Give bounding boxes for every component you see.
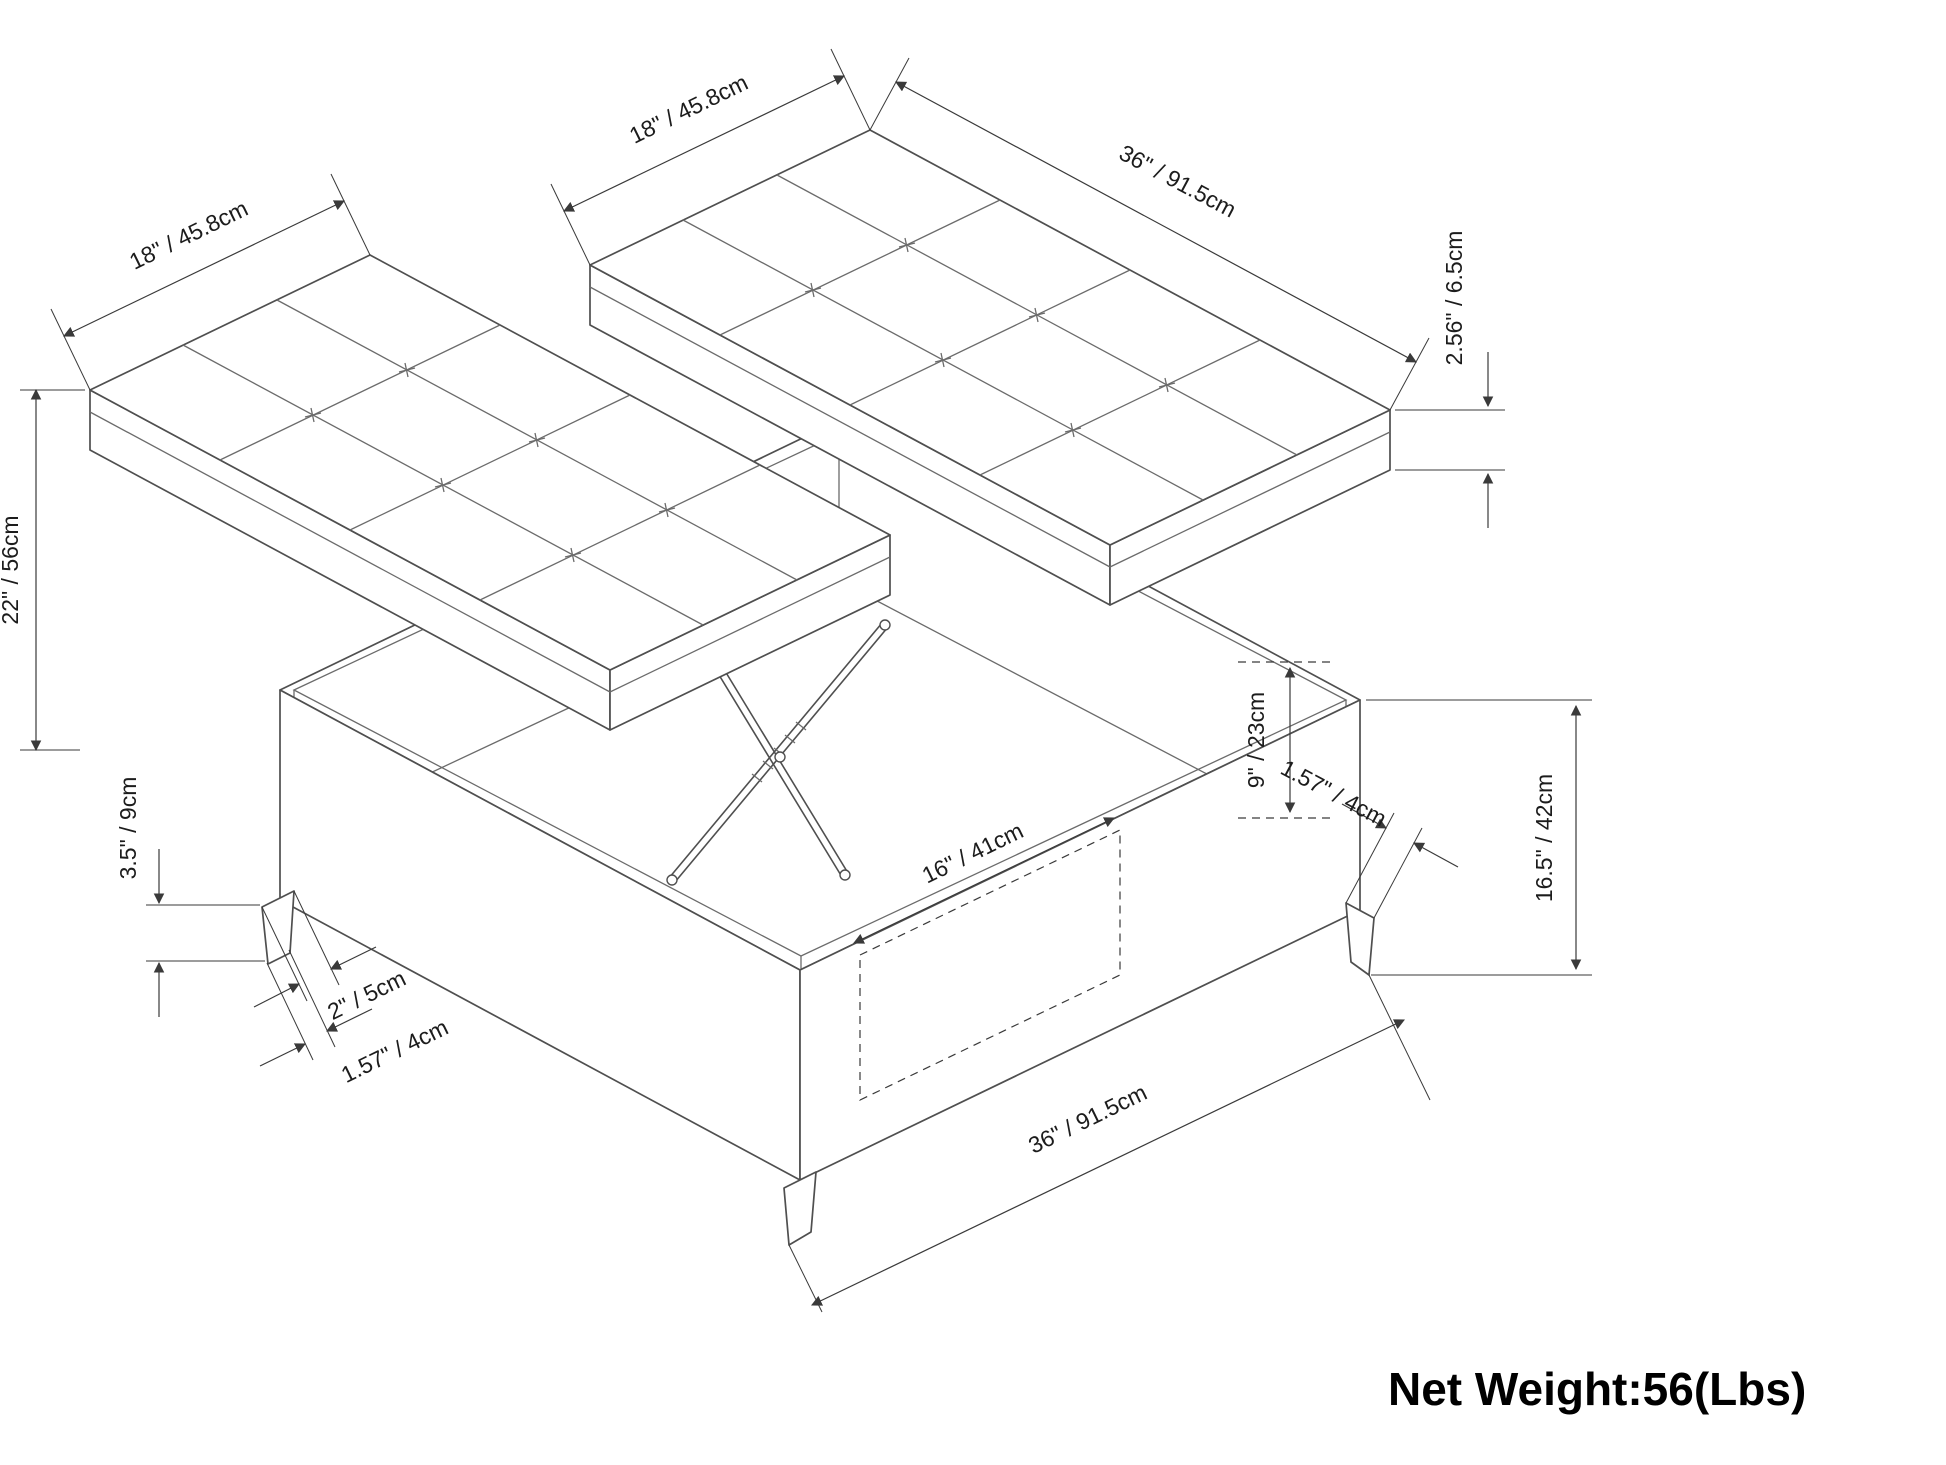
leg-right: [1345, 902, 1375, 976]
lift-mechanism: [666, 619, 891, 886]
dim-interior-depth: 9" / 23cm: [1238, 661, 1336, 819]
leg-left: [261, 890, 295, 965]
cushion-left: [89, 254, 891, 731]
dim-label-cushion-left-width: 18" / 45.8cm: [125, 195, 252, 275]
dim-label-cushion-thickness: 2.56" / 6.5cm: [1441, 231, 1467, 366]
net-weight-label: Net Weight:56(Lbs): [1388, 1363, 1806, 1415]
dim-label-base-length: 36" / 91.5cm: [1024, 1079, 1151, 1159]
dim-label-overall-height: 22" / 56cm: [0, 515, 23, 624]
hinge-center-pivot: [774, 751, 786, 763]
dim-cushion-thickness: 2.56" / 6.5cm: [1395, 231, 1505, 528]
hinge-pivot: [666, 874, 678, 886]
dim-label-cushion-right-width: 18" / 45.8cm: [625, 69, 752, 149]
dim-base-height: 16.5" / 42cm: [1366, 699, 1592, 976]
dim-label-leg-width-top: 2" / 5cm: [323, 965, 410, 1025]
dim-label-leg-width-bottom-left: 1.57" / 4cm: [337, 1014, 452, 1088]
dim-label-base-height: 16.5" / 42cm: [1531, 774, 1557, 902]
hinge-pivot: [839, 869, 851, 881]
dim-leg-height: 3.5" / 9cm: [115, 777, 265, 1017]
ottoman-legs: [261, 890, 1375, 1246]
dim-overall-height: 22" / 56cm: [0, 388, 85, 752]
dim-label-leg-height: 3.5" / 9cm: [115, 777, 141, 880]
leg-front: [783, 1171, 817, 1246]
tuft-grid-left: [182, 299, 798, 626]
hinge-pivot: [879, 619, 891, 631]
dim-label-interior-depth: 9" / 23cm: [1243, 692, 1269, 788]
